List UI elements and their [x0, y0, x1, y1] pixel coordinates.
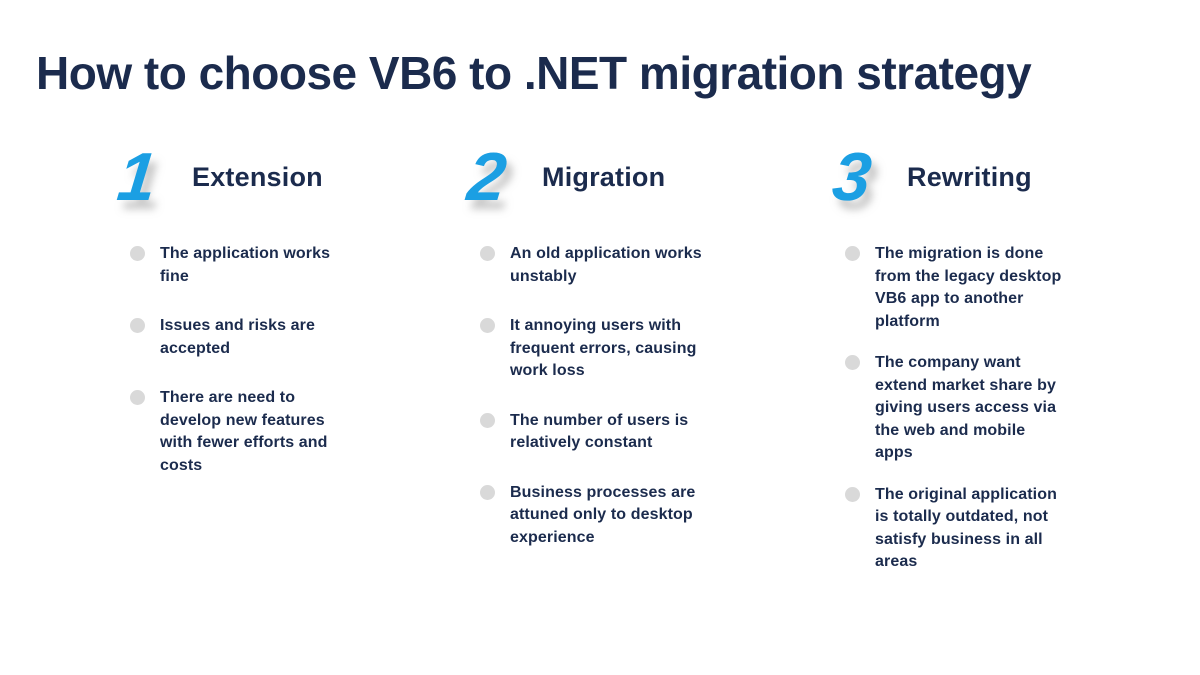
- bullet-dot-icon: [845, 355, 860, 370]
- bullet-dot-icon: [130, 390, 145, 405]
- bullet-list: The migration is done from the legacy de…: [833, 243, 1118, 574]
- list-item: Issues and risks are accepted: [130, 315, 403, 360]
- step-number-3: 3: [829, 139, 875, 215]
- column-migration: 2 Migration An old application works uns…: [464, 137, 753, 576]
- step-number-1: 1: [114, 139, 160, 215]
- column-extension: 1 Extension The application works fine I…: [114, 137, 403, 504]
- column-rewriting: 3 Rewriting The migration is done from t…: [829, 137, 1118, 593]
- step-number-2: 2: [464, 139, 510, 215]
- list-item: An old application works unstably: [480, 243, 753, 288]
- column-header: 1 Extension: [114, 137, 403, 217]
- bullet-dot-icon: [480, 484, 495, 500]
- bullet-dot-icon: [130, 246, 145, 261]
- bullet-dot-icon: [845, 246, 860, 261]
- bullet-list: The application works fine Issues and ri…: [118, 243, 403, 477]
- list-item: The number of users is relatively consta…: [480, 410, 753, 455]
- bullet-text: Issues and risks are accepted: [160, 317, 315, 357]
- bullet-text: An old application works unstably: [510, 245, 702, 285]
- bullet-dot-icon: [845, 486, 860, 502]
- list-item: The application works fine: [130, 243, 403, 288]
- bullet-text: The migration is done from the legacy de…: [875, 245, 1062, 330]
- bullet-dot-icon: [480, 318, 495, 333]
- column-heading: Extension: [192, 161, 323, 192]
- list-item: The migration is done from the legacy de…: [845, 243, 1118, 333]
- bullet-text: Business processes are attuned only to d…: [510, 483, 696, 546]
- bullet-dot-icon: [130, 318, 145, 333]
- bullet-dot-icon: [480, 412, 495, 428]
- column-header: 3 Rewriting: [829, 137, 1118, 217]
- list-item: It annoying users with frequent errors, …: [480, 315, 753, 383]
- bullet-text: There are need to develop new features w…: [160, 389, 328, 474]
- bullet-text: The number of users is relatively consta…: [510, 411, 689, 452]
- page-title: How to choose VB6 to .NET migration stra…: [36, 47, 1032, 99]
- column-heading: Rewriting: [907, 161, 1032, 192]
- list-item: Business processes are attuned only to d…: [480, 482, 753, 550]
- bullet-text: The company want extend market share by …: [875, 354, 1057, 461]
- column-header: 2 Migration: [464, 137, 753, 217]
- bullet-text: It annoying users with frequent errors, …: [510, 317, 697, 379]
- bullet-text: The application works fine: [160, 245, 331, 285]
- bullet-dot-icon: [480, 246, 495, 261]
- list-item: There are need to develop new features w…: [130, 387, 403, 477]
- bullet-text: The original application is totally outd…: [875, 485, 1057, 571]
- column-heading: Migration: [542, 161, 666, 192]
- bullet-list: An old application works unstably It ann…: [468, 243, 753, 549]
- list-item: The original application is totally outd…: [845, 484, 1118, 574]
- list-item: The company want extend market share by …: [845, 352, 1118, 465]
